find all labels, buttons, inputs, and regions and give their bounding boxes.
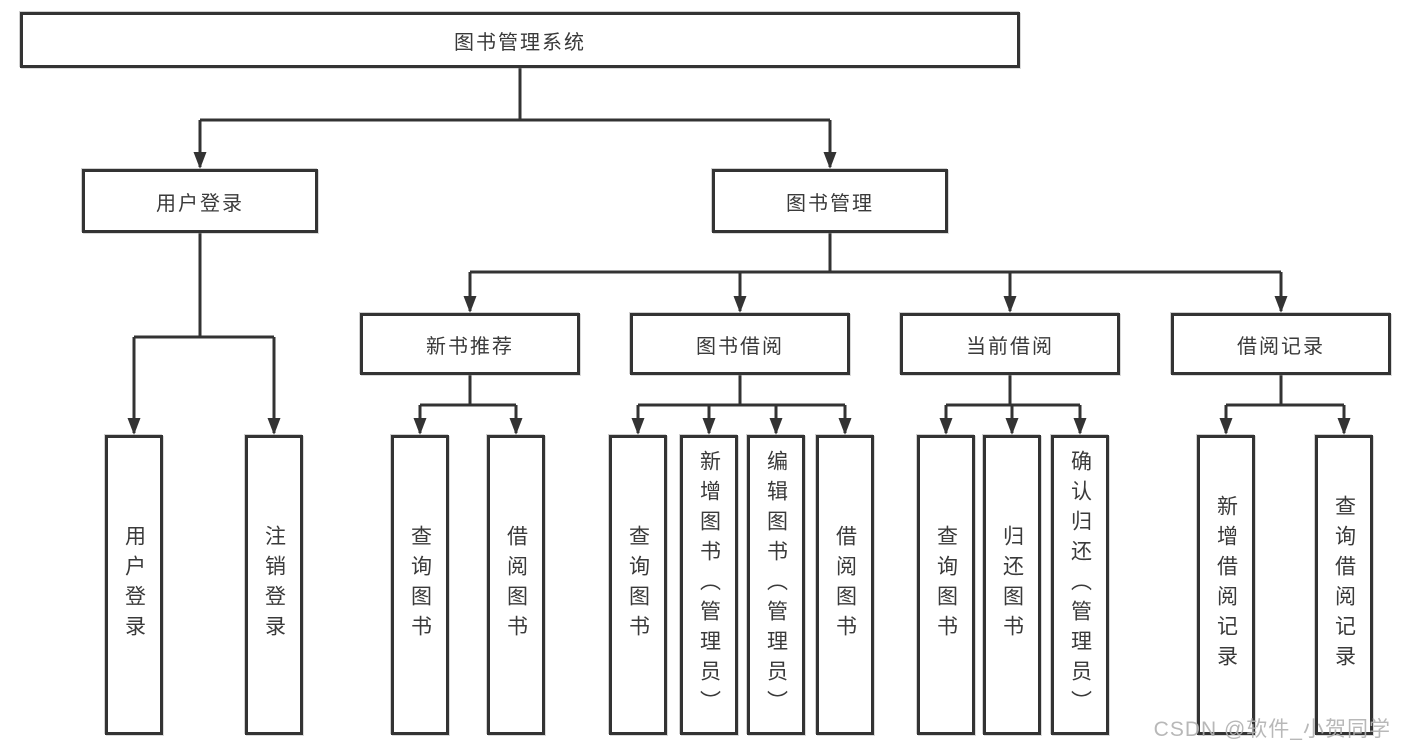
node-borrow-records: 借阅记录: [1171, 313, 1391, 375]
leaf-query-borrow-record: 查询借阅记录: [1315, 435, 1373, 735]
leaf-label: 借阅图书: [833, 525, 857, 645]
leaf-query-books-recommend: 查询图书: [391, 435, 449, 735]
leaf-user-login: 用户登录: [105, 435, 163, 735]
leaf-return-books: 归还图书: [983, 435, 1041, 735]
leaf-label: 编辑图书（管理员）: [764, 450, 788, 720]
leaf-add-borrow-record: 新增借阅记录: [1197, 435, 1255, 735]
leaf-label: 确认归还（管理员）: [1068, 450, 1092, 720]
leaf-label: 注销登录: [262, 525, 286, 645]
node-user-login: 用户登录: [82, 169, 318, 233]
node-book-management: 图书管理: [712, 169, 948, 233]
leaf-label: 查询图书: [626, 525, 650, 645]
leaf-logout: 注销登录: [245, 435, 303, 735]
node-label: 图书借阅: [696, 335, 784, 358]
leaf-label: 归还图书: [1000, 525, 1024, 645]
leaf-label: 用户登录: [122, 525, 146, 645]
node-label: 图书管理: [786, 192, 874, 215]
node-label: 借阅记录: [1237, 335, 1325, 358]
leaf-confirm-return-admin: 确认归还（管理员）: [1051, 435, 1109, 735]
node-label: 用户登录: [156, 192, 244, 215]
leaf-borrow-books: 借阅图书: [816, 435, 874, 735]
leaf-borrow-books-recommend: 借阅图书: [487, 435, 545, 735]
leaf-label: 新增借阅记录: [1214, 495, 1238, 675]
leaf-add-books-admin: 新增图书（管理员）: [680, 435, 738, 735]
arrowheads: [127, 152, 1351, 435]
node-root-system: 图书管理系统: [20, 12, 1020, 68]
leaf-label: 查询借阅记录: [1332, 495, 1356, 675]
leaf-label: 查询图书: [934, 525, 958, 645]
leaf-label: 借阅图书: [504, 525, 528, 645]
leaf-label: 查询图书: [408, 525, 432, 645]
csdn-watermark: CSDN @软件_小贺同学: [1153, 718, 1391, 741]
leaf-query-books-borrow: 查询图书: [609, 435, 667, 735]
node-book-borrow: 图书借阅: [630, 313, 850, 375]
leaf-edit-books-admin: 编辑图书（管理员）: [747, 435, 805, 735]
node-new-book-recommend: 新书推荐: [360, 313, 580, 375]
node-label: 当前借阅: [966, 335, 1054, 358]
leaf-label: 新增图书（管理员）: [697, 450, 721, 720]
node-label: 图书管理系统: [454, 31, 586, 54]
node-label: 新书推荐: [426, 335, 514, 358]
node-current-borrow: 当前借阅: [900, 313, 1120, 375]
leaf-query-books-current: 查询图书: [917, 435, 975, 735]
